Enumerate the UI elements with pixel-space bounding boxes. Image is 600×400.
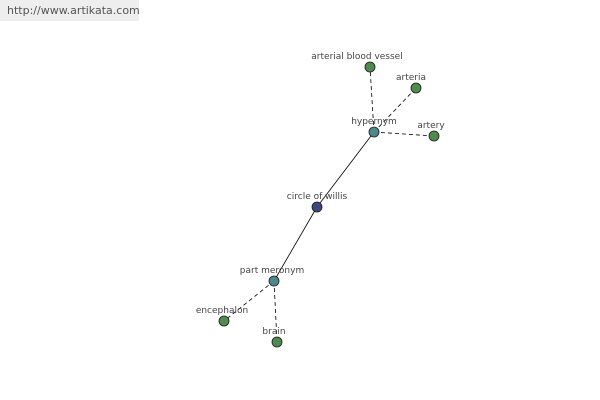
node-hypernym[interactable]: hypernym (351, 117, 397, 138)
term-node-circle[interactable] (271, 336, 283, 348)
node-part-meronym[interactable]: part meronym (240, 266, 304, 287)
edge-part-meronym-encephalon (223, 280, 275, 322)
edge-hypernym-artery (373, 131, 435, 137)
node-encephalon[interactable]: encephalon (196, 306, 248, 327)
node-arteria[interactable]: arteria (396, 73, 426, 94)
edge-part-meronym (273, 206, 318, 282)
url-banner[interactable]: http://www.artikata.com (0, 0, 140, 21)
center-node-circle[interactable] (311, 201, 323, 213)
graph-nodes: arterial blood vessel arteria artery enceph… (196, 52, 445, 348)
node-label-circle-of-willis[interactable]: circle of willis (287, 192, 348, 202)
node-label-hypernym[interactable]: hypernym (351, 117, 397, 127)
node-artery[interactable]: artery (417, 121, 445, 142)
edge-hypernym-arterial-blood-vessel (369, 66, 375, 133)
node-label-brain[interactable]: brain (262, 327, 285, 337)
url-banner-text[interactable]: http://www.artikata.com (7, 4, 140, 17)
term-node-circle[interactable] (428, 130, 440, 142)
node-label-part-meronym[interactable]: part meronym (240, 266, 304, 276)
term-node-circle[interactable] (364, 61, 376, 73)
relation-node-circle[interactable] (268, 275, 280, 287)
graph-edges (223, 66, 435, 343)
node-label-encephalon[interactable]: encephalon (196, 306, 248, 316)
node-label-arteria[interactable]: arteria (396, 73, 426, 83)
node-label-artery[interactable]: artery (417, 121, 445, 131)
term-node-circle[interactable] (218, 315, 230, 327)
node-arterial-blood-vessel[interactable]: arterial blood vessel (311, 52, 403, 73)
edge-hypernym (316, 131, 375, 208)
node-brain[interactable]: brain (262, 327, 286, 348)
term-node-circle[interactable] (410, 82, 422, 94)
node-label-arterial-blood-vessel[interactable]: arterial blood vessel (311, 52, 402, 62)
node-circle-of-willis[interactable]: circle of willis (287, 192, 348, 213)
edge-hypernym-arteria (373, 87, 417, 133)
relation-node-circle[interactable] (368, 126, 380, 138)
edge-part-meronym-brain (273, 280, 278, 343)
